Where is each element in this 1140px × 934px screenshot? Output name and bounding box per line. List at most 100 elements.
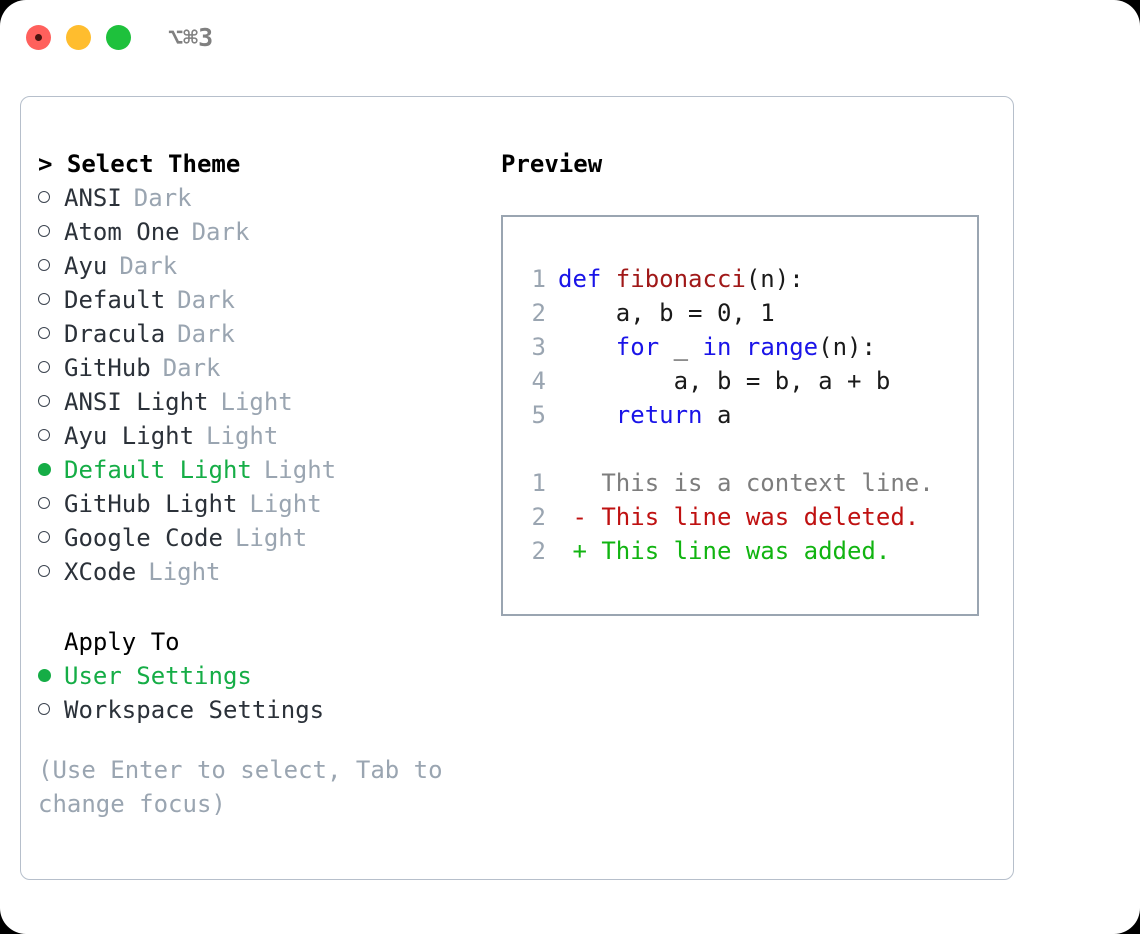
code-token-pl: _ bbox=[659, 333, 703, 361]
diff-line-number: 2 bbox=[531, 503, 546, 531]
maximize-button[interactable] bbox=[106, 25, 131, 50]
radio-mark bbox=[38, 531, 50, 543]
radio-mark bbox=[38, 293, 50, 305]
radio-unselected-icon[interactable] bbox=[38, 487, 64, 521]
title-bar: ⌥⌘3 bbox=[0, 0, 1140, 78]
code-token-pl: a bbox=[702, 401, 732, 429]
theme-option-mode-tag: Light bbox=[263, 456, 337, 484]
radio-mark bbox=[38, 668, 51, 682]
code-token-fn: fibonacci bbox=[615, 265, 746, 293]
code-line-number: 2 bbox=[531, 299, 546, 327]
theme-option-ayu[interactable]: Ayu Dark bbox=[38, 249, 488, 283]
diff-line-text: + This line was added. bbox=[558, 537, 891, 565]
code-token-pl bbox=[731, 333, 745, 361]
code-line-number: 4 bbox=[531, 367, 546, 395]
preview-heading: Preview bbox=[501, 150, 603, 178]
code-token-pl: a, b = 0, 1 bbox=[558, 299, 775, 327]
diff-line-text: - This line was deleted. bbox=[558, 503, 920, 531]
code-line-text: return a bbox=[558, 398, 732, 432]
theme-option-mode-tag: Light bbox=[220, 388, 293, 416]
close-button[interactable] bbox=[26, 25, 51, 50]
radio-unselected-icon[interactable] bbox=[38, 385, 64, 419]
theme-option-label: XCode bbox=[64, 558, 137, 586]
radio-unselected-icon[interactable] bbox=[38, 351, 64, 385]
radio-unselected-icon[interactable] bbox=[38, 555, 64, 589]
code-token-kw: def bbox=[558, 265, 616, 293]
code-line-text: a, b = b, a + b bbox=[558, 364, 891, 398]
code-line-number: 5 bbox=[531, 401, 546, 429]
radio-unselected-icon[interactable] bbox=[38, 521, 64, 555]
minimize-button[interactable] bbox=[66, 25, 91, 50]
apply-to-option-workspace-settings[interactable]: Workspace Settings bbox=[38, 693, 488, 727]
theme-option-mode-tag: Light bbox=[249, 490, 322, 518]
radio-unselected-icon[interactable] bbox=[38, 693, 64, 727]
radio-mark bbox=[38, 429, 50, 441]
radio-unselected-icon[interactable] bbox=[38, 283, 64, 317]
theme-option-default-light[interactable]: Default Light Light bbox=[38, 453, 488, 487]
theme-option-mode-tag: Dark bbox=[177, 286, 235, 314]
diff-line-number: 2 bbox=[531, 537, 546, 565]
code-token-pl bbox=[558, 333, 616, 361]
radio-mark bbox=[38, 327, 50, 339]
radio-mark bbox=[38, 703, 50, 715]
hint-spacer bbox=[38, 727, 488, 753]
theme-option-label: GitHub bbox=[64, 354, 151, 382]
radio-unselected-icon[interactable] bbox=[38, 215, 64, 249]
keyboard-hint-text: (Use Enter to select, Tab to change focu… bbox=[38, 756, 443, 818]
theme-option-dracula[interactable]: Dracula Dark bbox=[38, 317, 488, 351]
theme-option-label: Default Light bbox=[64, 456, 252, 484]
radio-unselected-icon[interactable] bbox=[38, 249, 64, 283]
theme-option-mode-tag: Dark bbox=[177, 320, 235, 348]
code-token-pl: (n): bbox=[818, 333, 876, 361]
apply-to-option-user-settings[interactable]: User Settings bbox=[38, 659, 488, 693]
radio-mark bbox=[38, 395, 50, 407]
theme-option-mode-tag: Dark bbox=[191, 218, 250, 246]
code-line: 4 a, b = b, a + b bbox=[516, 364, 968, 398]
code-token-kw: for bbox=[615, 333, 660, 361]
theme-option-mode-tag: Dark bbox=[133, 184, 192, 212]
radio-mark bbox=[38, 259, 50, 271]
theme-option-mode-tag: Dark bbox=[119, 252, 178, 280]
code-line: 5 return a bbox=[516, 398, 968, 432]
theme-option-ansi-light[interactable]: ANSI Light Light bbox=[38, 385, 488, 419]
apply-to-option-label: Workspace Settings bbox=[64, 696, 325, 724]
code-token-kw: range bbox=[745, 333, 819, 361]
radio-selected-icon[interactable] bbox=[38, 453, 64, 487]
code-line-text: a, b = 0, 1 bbox=[558, 296, 775, 330]
code-token-pl: a, b = b, a + b bbox=[558, 367, 891, 395]
theme-option-mode-tag: Dark bbox=[162, 354, 221, 382]
theme-option-label: Ayu bbox=[64, 252, 108, 280]
theme-option-label: Dracula bbox=[64, 320, 166, 348]
diff-sample: 1 This is a context line.2 - This line w… bbox=[516, 466, 968, 568]
diff-line: 1 This is a context line. bbox=[516, 466, 968, 500]
diff-spacer bbox=[516, 432, 968, 466]
radio-unselected-icon[interactable] bbox=[38, 419, 64, 453]
diff-line: 2 - This line was deleted. bbox=[516, 500, 968, 534]
theme-option-atom-one[interactable]: Atom One Dark bbox=[38, 215, 488, 249]
theme-option-label: ANSI Light bbox=[64, 388, 209, 416]
apply-to-heading: Apply To bbox=[64, 628, 180, 656]
code-line: 3 for _ in range(n): bbox=[516, 330, 968, 364]
theme-option-label: Atom One bbox=[64, 218, 180, 246]
code-line-number: 3 bbox=[531, 333, 546, 361]
radio-mark bbox=[38, 191, 50, 203]
radio-selected-icon[interactable] bbox=[38, 659, 64, 693]
code-token-kw: in bbox=[702, 333, 732, 361]
theme-option-mode-tag: Light bbox=[206, 422, 279, 450]
theme-option-github[interactable]: GitHub Dark bbox=[38, 351, 488, 385]
radio-unselected-icon[interactable] bbox=[38, 317, 64, 351]
radio-unselected-icon[interactable] bbox=[38, 181, 64, 215]
radio-mark bbox=[38, 462, 51, 476]
section-spacer bbox=[38, 589, 488, 625]
